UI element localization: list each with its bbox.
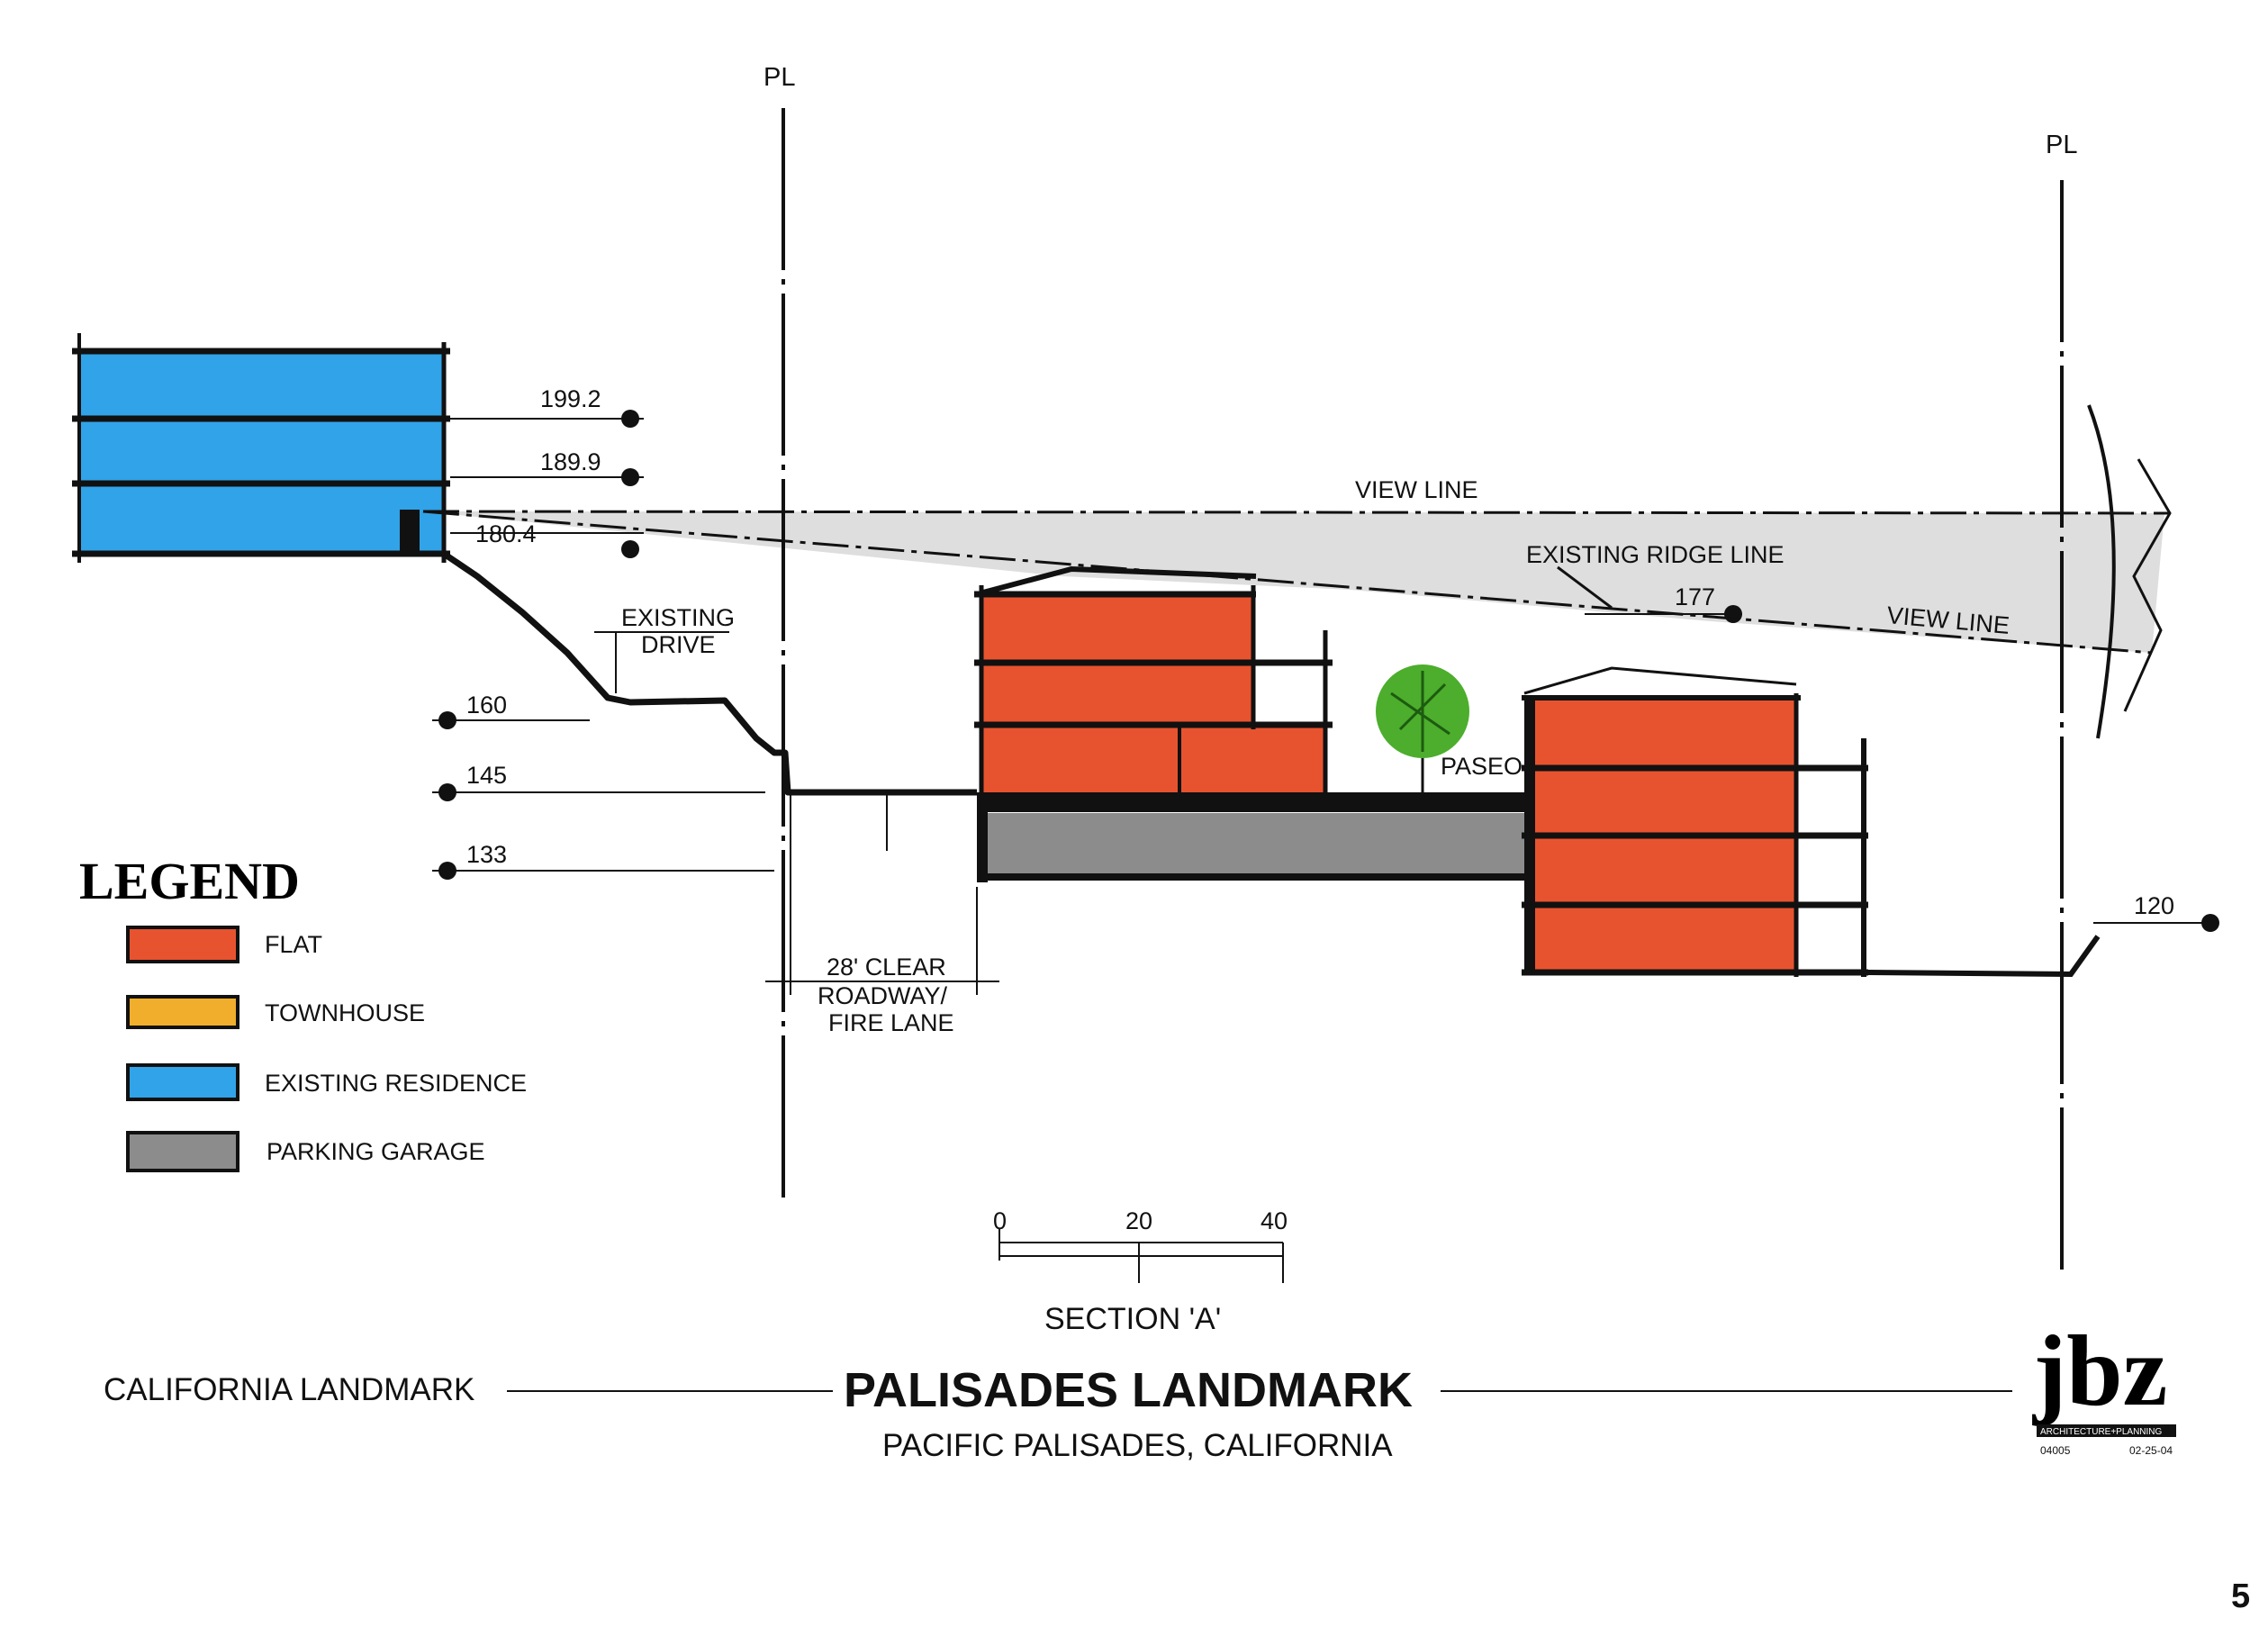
project-location: PACIFIC PALISADES, CALIFORNIA	[882, 1428, 1393, 1463]
existing-drive-label-1: EXISTING	[621, 604, 735, 631]
elevation-180: 180.4	[475, 520, 537, 547]
pl-label-left: PL	[764, 63, 795, 92]
legend-swatch-townhouse	[126, 995, 239, 1029]
datum-icon	[621, 540, 639, 558]
flat-building-a	[974, 565, 1333, 797]
elevation-120: 120	[2134, 892, 2174, 919]
elevation-177: 177	[1675, 583, 1715, 610]
datum-icon	[438, 783, 456, 801]
left-title: CALIFORNIA LANDMARK	[104, 1372, 474, 1407]
roadway-label-3: FIRE LANE	[828, 1009, 954, 1036]
project-title: PALISADES LANDMARK	[844, 1363, 1413, 1417]
legend-label-parking-garage: PARKING GARAGE	[267, 1138, 485, 1165]
page-number: 5	[2231, 1577, 2250, 1615]
logo-job-number: 04005	[2040, 1444, 2071, 1457]
viewer-figure	[400, 510, 420, 554]
elevation-133: 133	[466, 841, 507, 868]
scale-bar	[998, 1229, 1284, 1283]
section-title: SECTION 'A'	[1044, 1302, 1221, 1336]
view-line-label-upper: VIEW LINE	[1355, 476, 1478, 503]
elevation-199: 199.2	[540, 385, 601, 412]
datum-icon	[2201, 914, 2219, 932]
scale-label-0: 0	[993, 1207, 1007, 1234]
datum-icon	[438, 711, 456, 729]
datum-icon	[621, 410, 639, 428]
legend-label-flat: FLAT	[265, 931, 322, 958]
viewer-arc	[2087, 404, 2116, 739]
datum-icon	[1724, 605, 1742, 623]
terrain-profile-right	[1867, 935, 2101, 978]
roadway-label-2: ROADWAY/	[818, 982, 948, 1009]
legend-label-townhouse: TOWNHOUSE	[265, 999, 425, 1026]
pl-label-right: PL	[2046, 131, 2077, 159]
scale-label-20: 20	[1125, 1207, 1152, 1234]
ridge-line-arrow	[1557, 565, 1613, 610]
logo-caption-bar	[2037, 1424, 2176, 1437]
flat-building-b	[1522, 666, 1868, 977]
elevation-160: 160	[466, 691, 507, 719]
legend-swatches	[126, 926, 239, 1172]
legend-title: LEGEND	[79, 852, 300, 910]
parking-garage	[977, 792, 1526, 882]
legend-swatch-existing-residence	[126, 1063, 239, 1101]
logo-date: 02-25-04	[2129, 1444, 2173, 1457]
roadway-label-1: 28' CLEAR	[827, 954, 946, 981]
existing-residence	[72, 333, 450, 563]
view-line-upper	[422, 510, 2171, 515]
datum-icon	[438, 862, 456, 880]
firm-logo: jbz	[2032, 1315, 2167, 1427]
legend-label-existing-residence: EXISTING RESIDENCE	[265, 1070, 527, 1097]
elevation-145: 145	[466, 762, 507, 789]
datum-icon	[621, 468, 639, 486]
paseo-tree	[1376, 664, 1469, 792]
logo-caption: ARCHITECTURE+PLANNING	[2040, 1427, 2163, 1437]
existing-drive-label-2: DRIVE	[641, 631, 716, 658]
paseo-label: PASEO	[1441, 753, 1523, 780]
view-line-lower	[422, 510, 2153, 655]
legend-swatch-flat	[126, 926, 239, 963]
legend-swatch-parking-garage	[126, 1131, 239, 1172]
terrain-profile	[442, 551, 977, 796]
existing-ridge-line-label: EXISTING RIDGE LINE	[1526, 541, 1785, 568]
elevation-189: 189.9	[540, 448, 601, 475]
scale-label-40: 40	[1261, 1207, 1288, 1234]
